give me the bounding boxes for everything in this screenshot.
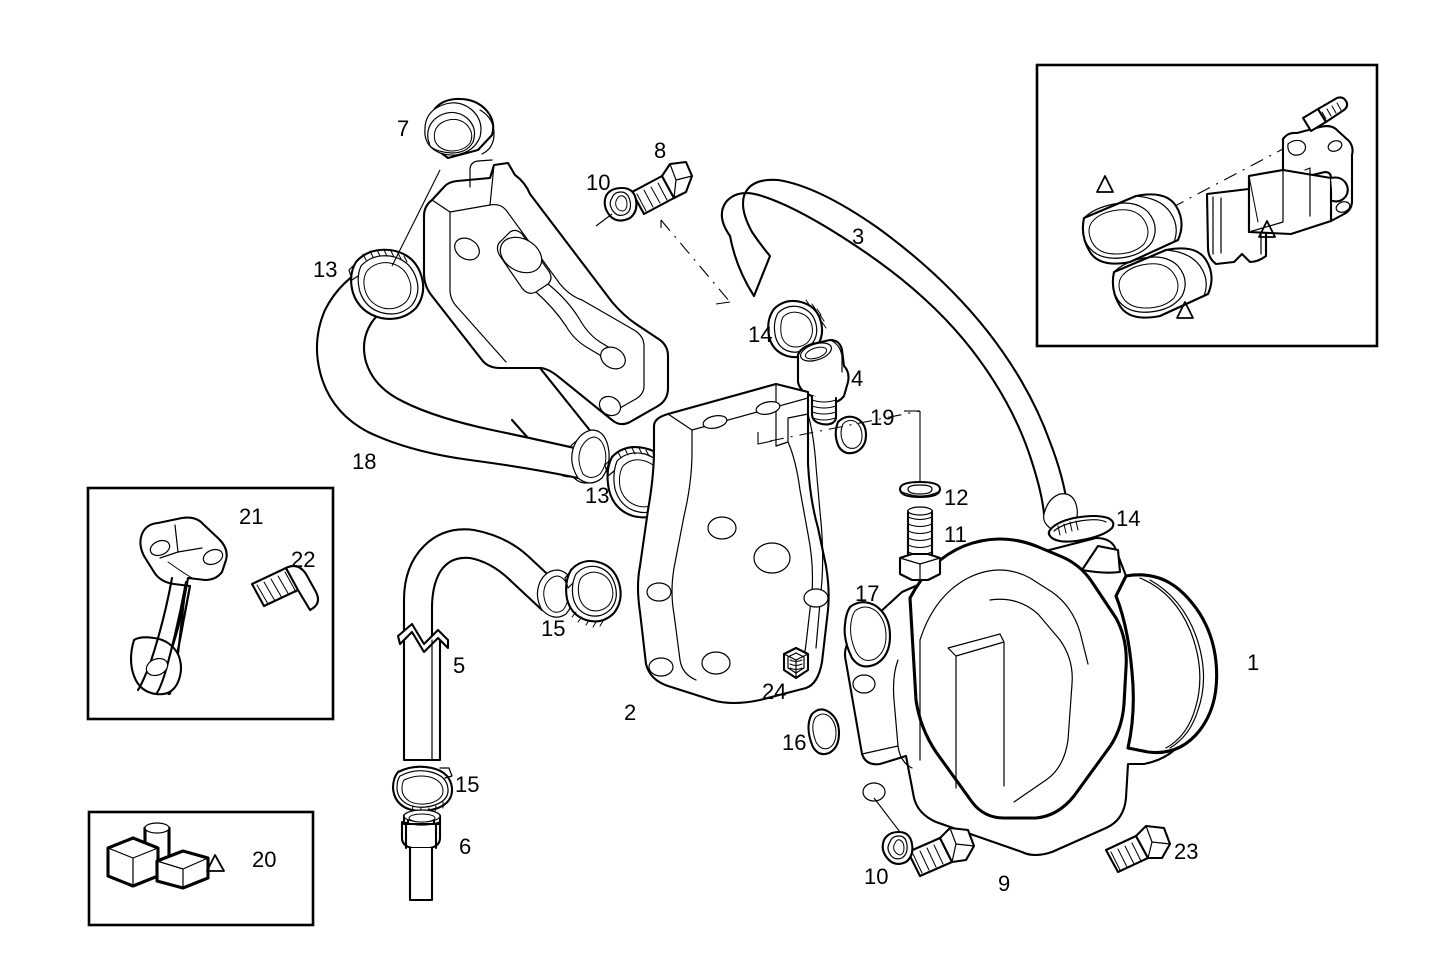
triangle-marker-legend [206, 854, 225, 872]
callout-13-upper: 13 [313, 257, 338, 282]
callout-24: 24 [762, 679, 787, 704]
bushing-lower-icon [1111, 247, 1213, 319]
coolant-pipe-stub-6 [400, 809, 442, 902]
oil-cooler-housing-1 [843, 536, 1219, 857]
callout-22: 22 [291, 547, 316, 572]
callout-10-lower: 10 [864, 864, 889, 889]
washer-10-lower [881, 830, 914, 865]
hose-connector-fitting-4 [796, 338, 850, 426]
hose-clamp-15-lower [391, 765, 454, 815]
bracket-icon [1247, 125, 1354, 236]
support-bracket-icon [129, 516, 228, 696]
callout-5: 5 [453, 653, 466, 678]
hex-bolt-23 [1104, 824, 1172, 874]
o-ring-16 [807, 708, 841, 756]
o-ring-17 [843, 601, 892, 668]
hex-bolt-8 [630, 160, 694, 216]
callout-12: 12 [944, 485, 969, 510]
callout-3: 3 [852, 224, 865, 249]
sealing-ring-19 [834, 415, 868, 455]
triangle-marker-bushing-upper [1096, 175, 1114, 193]
stud-bolt-11 [898, 506, 942, 582]
hose-clamp-15-upper [564, 559, 622, 628]
callout-8: 8 [654, 138, 667, 163]
flat-washer-12 [898, 480, 942, 499]
callout-16: 16 [782, 730, 807, 755]
bracket-bolt-icon [250, 564, 320, 612]
callout-14-right: 14 [1116, 506, 1141, 531]
oil-cooler-mounting-bracket-2 [636, 382, 921, 705]
callout-19: 19 [870, 405, 895, 430]
callout-21: 21 [239, 504, 264, 529]
callout-15-lower: 15 [455, 772, 480, 797]
callout-15-upper: 15 [541, 616, 566, 641]
inset-panel-repair-kit-legend [87, 810, 315, 927]
kit-cube-right-icon [155, 849, 210, 890]
hex-bolt-9 [906, 826, 976, 878]
washer-10-upper [595, 186, 638, 227]
hex-nut-24 [782, 646, 810, 680]
kit-cube-left-icon [106, 836, 160, 888]
inset-panel-support-bracket [86, 486, 335, 721]
callout-9: 9 [998, 871, 1011, 896]
bushing-upper-icon [1081, 193, 1183, 265]
callout-2: 2 [624, 700, 637, 725]
callout-10-upper: 10 [586, 170, 611, 195]
lower-coolant-pipe-5 [396, 528, 575, 762]
return-coolant-hose-18 [315, 262, 610, 484]
hose-clamp-14-right [1047, 514, 1115, 543]
triangle-marker-gasket [1258, 220, 1276, 238]
callout-18: 18 [352, 449, 377, 474]
callout-6: 6 [459, 834, 472, 859]
hose-clamp-14-mid [767, 299, 827, 359]
callout-11: 11 [944, 522, 967, 547]
leader-part-7 [391, 169, 441, 267]
hose-clamp-13-upper [348, 248, 425, 320]
inset-panel-bushing-kit [1035, 63, 1379, 348]
triangle-marker-bushing-lower [1176, 301, 1194, 319]
callout-23: 23 [1174, 839, 1199, 864]
callout-20: 20 [252, 847, 277, 872]
callout-7: 7 [397, 116, 410, 141]
callout-1: 1 [1247, 650, 1260, 675]
callout-14-mid: 14 [748, 322, 773, 347]
callout-4: 4 [851, 366, 864, 391]
callout-17: 17 [855, 581, 880, 606]
callout-13-lower: 13 [585, 483, 610, 508]
inset-bolt-icon [1301, 96, 1349, 133]
